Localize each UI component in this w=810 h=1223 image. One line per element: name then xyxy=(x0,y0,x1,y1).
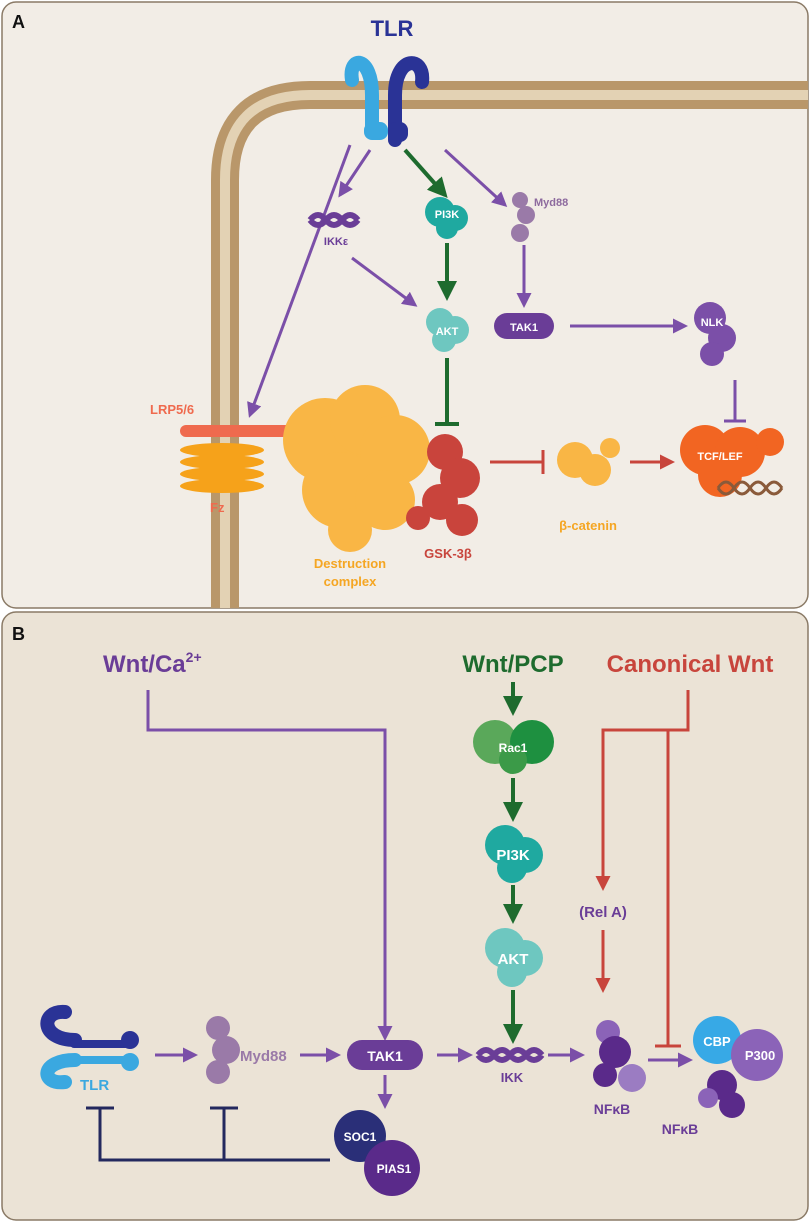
tak1-protein-a xyxy=(494,313,554,339)
fz-label: Fz xyxy=(210,500,225,515)
cbp-protein xyxy=(693,1016,741,1064)
nfkb-label: NFκB xyxy=(594,1101,631,1117)
myd88-label-b: Myd88 xyxy=(240,1048,287,1065)
akt-label-b: AKT xyxy=(498,951,529,968)
pi3k-protein-b xyxy=(485,825,543,883)
pias1-label: PIAS1 xyxy=(377,1162,412,1176)
tcf-label: TCF/LEF xyxy=(697,451,742,463)
tak1-label-b: TAK1 xyxy=(367,1048,403,1064)
inhibit-to-tlr xyxy=(98,1108,330,1162)
arrow-tlr-to-lrp xyxy=(247,144,352,418)
arrow-tlr-to-pi3k xyxy=(403,148,448,198)
akt-label-a: AKT xyxy=(436,326,459,338)
gsk3b-protein xyxy=(406,434,480,536)
fz-receptor xyxy=(180,443,264,493)
pi3k-label-a: PI3K xyxy=(435,209,460,221)
panel-b-letter: B xyxy=(12,624,25,644)
canonical-wnt-label: Canonical Wnt xyxy=(607,651,774,678)
tcf-lef-protein xyxy=(680,425,784,497)
tlr-label-b: TLR xyxy=(80,1077,109,1094)
bcatenin-label: β-catenin xyxy=(559,518,617,533)
arrow-tlr-to-ikke xyxy=(338,149,372,198)
panel-b: B Wnt/Ca2+ Wnt/PCP Canonical Wnt Rac1 PI… xyxy=(1,611,809,1221)
destruction-label-1: Destruction xyxy=(314,556,386,571)
pi3k-protein-a xyxy=(425,197,468,239)
tak1-label-a: TAK1 xyxy=(510,322,538,334)
cbp-p300-complex xyxy=(693,1016,783,1118)
wnt-pcp-label: Wnt/PCP xyxy=(462,651,563,678)
cell-membrane-inner xyxy=(220,90,808,608)
tlr-receptor-a xyxy=(344,55,430,147)
lrp-label: LRP5/6 xyxy=(150,402,194,417)
p300-protein xyxy=(731,1029,783,1081)
canonical-to-rela xyxy=(595,690,690,891)
tlr-receptor-b xyxy=(40,1005,139,1090)
destruction-complex xyxy=(283,385,430,552)
nfkb-label-2: NFκB xyxy=(662,1121,699,1137)
myd88-protein-a xyxy=(511,192,535,242)
gsk-label: GSK-3β xyxy=(424,546,472,561)
soc1-label: SOC1 xyxy=(344,1130,377,1144)
arrow-tlr-to-myd88 xyxy=(443,148,508,208)
ikk-protein xyxy=(475,1047,545,1063)
akt-protein-b xyxy=(485,928,543,987)
wnt-ca-label: Wnt/Ca2+ xyxy=(103,649,202,678)
rac1-label: Rac1 xyxy=(499,741,528,755)
ikke-protein xyxy=(307,212,361,228)
tak1-protein-b xyxy=(347,1040,423,1070)
pias1-protein xyxy=(364,1140,420,1196)
p300-label: P300 xyxy=(745,1048,775,1063)
cbp-label: CBP xyxy=(703,1034,731,1049)
rac1-protein xyxy=(473,720,554,774)
pi3k-label-b: PI3K xyxy=(496,847,530,864)
ikk-label: IKK xyxy=(501,1070,524,1085)
arrow-ikke-to-akt xyxy=(351,256,418,307)
panel-a: A TLR IKKε PI3K xyxy=(1,1,809,609)
tlr-label-a: TLR xyxy=(371,16,414,41)
akt-protein-a xyxy=(426,308,469,352)
ikke-label: IKKε xyxy=(324,236,349,248)
wnt-ca-path xyxy=(146,690,393,1041)
panel-a-letter: A xyxy=(12,12,25,32)
bcatenin-protein xyxy=(557,438,620,486)
myd88-protein-b xyxy=(206,1016,240,1084)
nlk-protein xyxy=(694,302,736,366)
nfkb-protein xyxy=(593,1020,646,1092)
rela-label: (Rel A) xyxy=(579,904,627,921)
nlk-label: NLK xyxy=(701,317,724,329)
destruction-label-2: complex xyxy=(324,574,378,589)
myd88-label-a: Myd88 xyxy=(534,197,568,209)
